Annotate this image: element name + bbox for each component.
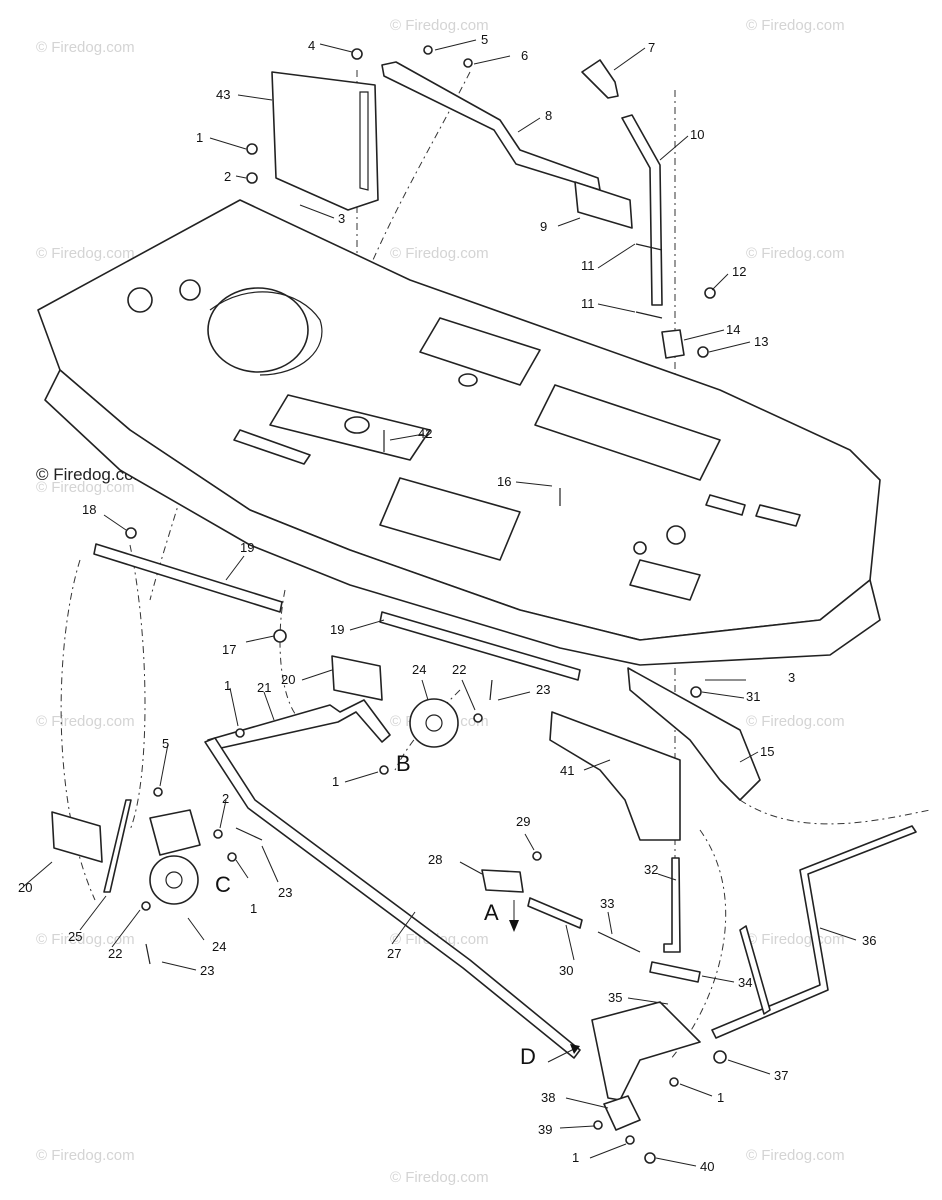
callout-9: 9: [540, 219, 547, 234]
watermark: © Firedog.com: [746, 245, 845, 262]
callout-20: 20: [18, 880, 32, 895]
callout-23: 23: [536, 682, 550, 697]
callout-12: 12: [732, 264, 746, 279]
leader-lines: [23, 39, 857, 1167]
callout-2: 2: [222, 791, 229, 806]
watermark: © Firedog.com: [390, 1169, 489, 1186]
section-label-a: A: [484, 900, 499, 925]
callouts: 4 5 6 7 43 8 10 1 2 3 9 11 12 11 14 13 4…: [18, 32, 876, 1174]
callout-1: 1: [224, 678, 231, 693]
callout-19: 19: [330, 622, 344, 637]
callout-31: 31: [746, 689, 760, 704]
watermark: © Firedog.com: [36, 245, 135, 262]
callout-25: 25: [68, 929, 82, 944]
callout-20: 20: [281, 672, 295, 687]
callout-40: 40: [700, 1159, 714, 1174]
section-label-d: D: [520, 1044, 536, 1069]
callout-37: 37: [774, 1068, 788, 1083]
watermark: © Firedog.com: [36, 713, 135, 730]
callout-1: 1: [717, 1090, 724, 1105]
callout-42: 42: [418, 426, 432, 441]
callout-1: 1: [332, 774, 339, 789]
callout-10: 10: [690, 127, 704, 142]
watermark: © Firedog.com: [390, 245, 489, 262]
callout-35: 35: [608, 990, 622, 1005]
callout-33: 33: [600, 896, 614, 911]
watermark: © Firedog.com: [746, 931, 845, 948]
callout-1: 1: [572, 1150, 579, 1165]
callout-3: 3: [338, 211, 345, 226]
callout-1: 1: [196, 130, 203, 145]
callout-22: 22: [452, 662, 466, 677]
callout-8: 8: [545, 108, 552, 123]
callout-11: 11: [581, 296, 595, 311]
callout-16: 16: [497, 474, 511, 489]
watermark: © Firedog.com: [746, 1147, 845, 1164]
callout-21: 21: [257, 680, 271, 695]
watermark: © Firedog.com: [36, 931, 135, 948]
callout-11: 11: [581, 258, 595, 273]
callout-13: 13: [754, 334, 768, 349]
callout-2: 2: [224, 169, 231, 184]
upper-parts: [246, 45, 716, 506]
section-label-b: B: [396, 751, 411, 776]
watermark: © Firedog.com: [36, 39, 135, 56]
callout-14: 14: [726, 322, 740, 337]
callout-15: 15: [760, 744, 774, 759]
arrows: [509, 900, 580, 1063]
watermark: © Firedog.com: [746, 713, 845, 730]
watermark: © Firedog.com: [36, 479, 135, 496]
callout-6: 6: [521, 48, 528, 63]
callout-19: 19: [240, 540, 254, 555]
main-frame-deck: [37, 199, 881, 666]
watermark: © Firedog.com: [390, 17, 489, 34]
callout-32: 32: [644, 862, 658, 877]
callout-18: 18: [82, 502, 96, 517]
callout-7: 7: [648, 40, 655, 55]
callout-41: 41: [560, 763, 574, 778]
callout-23: 23: [278, 885, 292, 900]
callout-3: 3: [788, 670, 795, 685]
callout-27: 27: [387, 946, 401, 961]
callout-1: 1: [250, 901, 257, 916]
callout-4: 4: [308, 38, 315, 53]
callout-5: 5: [162, 736, 169, 751]
callout-24: 24: [412, 662, 426, 677]
callout-22: 22: [108, 946, 122, 961]
callout-28: 28: [428, 852, 442, 867]
callout-24: 24: [212, 939, 226, 954]
callout-38: 38: [541, 1090, 555, 1105]
callout-5: 5: [481, 32, 488, 47]
callout-30: 30: [559, 963, 573, 978]
callout-39: 39: [538, 1122, 552, 1137]
callout-23: 23: [200, 963, 214, 978]
lower-parts: [51, 527, 917, 1164]
callout-17: 17: [222, 642, 236, 657]
section-label-c: C: [215, 872, 231, 897]
callout-36: 36: [862, 933, 876, 948]
watermark: © Firedog.com: [746, 17, 845, 34]
callout-43: 43: [216, 87, 230, 102]
watermark: © Firedog.com: [36, 1147, 135, 1164]
section-labels: A B C D: [215, 751, 536, 1069]
callout-34: 34: [738, 975, 752, 990]
callout-29: 29: [516, 814, 530, 829]
